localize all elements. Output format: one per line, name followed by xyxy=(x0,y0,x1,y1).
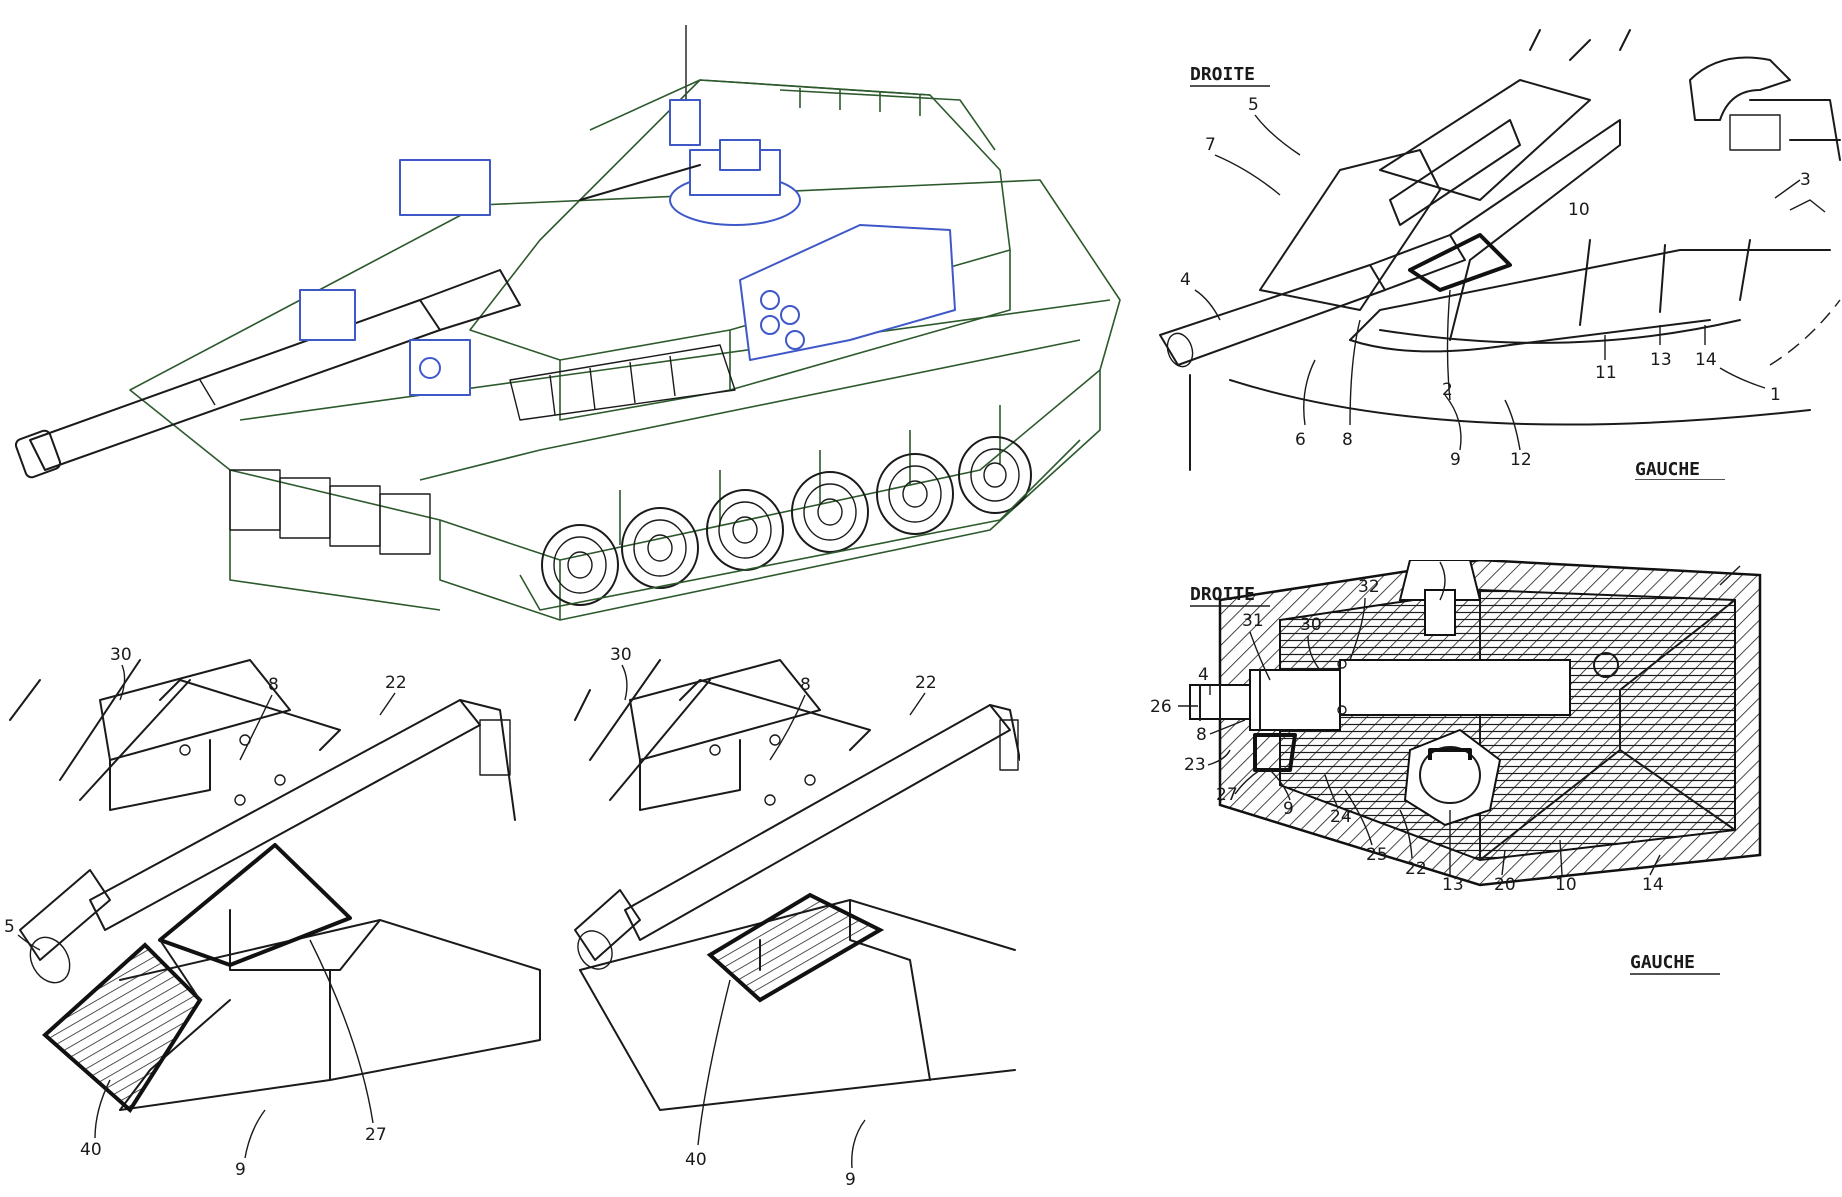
direction-label-right: DROITE xyxy=(1190,64,1255,85)
ref-numeral: 8 xyxy=(800,675,811,695)
ref-numeral: 22 xyxy=(1405,859,1427,879)
ref-numeral: 31 xyxy=(1242,611,1264,631)
left-sight-block xyxy=(299,289,356,341)
ref-numeral: 27 xyxy=(365,1125,387,1145)
ref-numeral: 4 xyxy=(1198,665,1209,685)
ref-numeral: 3 xyxy=(1800,170,1811,190)
armor-flap-closed-drawing: 30 8 22 40 9 xyxy=(574,645,1020,1190)
ref-numeral: 40 xyxy=(80,1140,102,1160)
ref-numeral: 9 xyxy=(1450,450,1461,470)
direction-label-left: GAUCHE xyxy=(1635,459,1700,480)
ref-numeral: 14 xyxy=(1642,875,1664,895)
reference-numerals: 30 8 22 40 9 xyxy=(610,645,937,1190)
armor-flap-40 xyxy=(41,942,203,1114)
left-smoke-launcher xyxy=(399,159,491,216)
ref-numeral: 2 xyxy=(1442,380,1453,400)
ref-numeral: 13 xyxy=(1650,350,1672,370)
ref-numeral: 6 xyxy=(1295,430,1306,450)
turret-mantlet-perspective-drawing: DROITE GAUCHE 5 7 3 10 4 6 8 2 9 12 11 1… xyxy=(1159,29,1841,480)
ref-numeral: 3 xyxy=(1740,560,1751,565)
ref-numeral: 32 xyxy=(1358,577,1380,597)
main-gun xyxy=(14,269,521,479)
ref-numeral: 5 xyxy=(4,917,15,937)
ref-numeral: 9 xyxy=(235,1160,246,1180)
armor-flap-40 xyxy=(706,892,885,1003)
reference-numerals: 30 8 22 5 40 9 27 xyxy=(4,645,407,1180)
ref-numeral: 5 xyxy=(1248,95,1259,115)
optics-and-smoke-launchers xyxy=(299,99,956,396)
road-wheels xyxy=(519,436,1081,611)
ref-numeral: 8 xyxy=(268,675,279,695)
reference-numerals: 5 7 3 10 4 6 8 2 9 12 11 13 14 1 xyxy=(1180,95,1811,470)
turret-cross-section-drawing: DROITE GAUCHE 21 3 32 30 31 4 26 8 23 27… xyxy=(1150,560,1762,975)
ref-numeral: 9 xyxy=(1283,799,1294,819)
tank-isometric-drawing xyxy=(14,25,1121,621)
figure-bottom-right: DROITE GAUCHE 21 3 32 30 31 4 26 8 23 27… xyxy=(1150,560,1842,1080)
ref-numeral: 12 xyxy=(1510,450,1532,470)
ref-numeral: 7 xyxy=(1205,135,1216,155)
ref-numeral: 9 xyxy=(845,1170,856,1190)
ref-numeral: 20 xyxy=(1494,875,1516,895)
ref-numeral: 13 xyxy=(1442,875,1464,895)
ref-numeral: 23 xyxy=(1184,755,1206,775)
tank-turret xyxy=(469,79,1011,421)
ref-numeral: 11 xyxy=(1595,363,1617,383)
tank-figure xyxy=(0,0,1130,640)
ref-numeral: 25 xyxy=(1366,845,1388,865)
ref-numeral: 22 xyxy=(915,673,937,693)
ref-numeral: 4 xyxy=(1180,270,1191,290)
ref-numeral: 24 xyxy=(1330,807,1352,827)
figure-bottom-middle: 30 8 22 40 9 xyxy=(570,640,1020,1197)
ref-numeral: 30 xyxy=(110,645,132,665)
figure-top-right: DROITE GAUCHE 5 7 3 10 4 6 8 2 9 12 11 1… xyxy=(1150,20,1842,480)
ref-numeral: 40 xyxy=(685,1150,707,1170)
right-smoke-launcher xyxy=(739,224,956,361)
ref-numeral: 14 xyxy=(1695,350,1717,370)
armor-flap-open-drawing: 30 8 22 5 40 9 27 xyxy=(4,645,541,1180)
ref-numeral: 27 xyxy=(1216,785,1238,805)
ref-numeral: 30 xyxy=(1300,615,1322,635)
ref-numeral: 30 xyxy=(610,645,632,665)
ref-numeral: 26 xyxy=(1150,697,1172,717)
ref-numeral: 22 xyxy=(385,673,407,693)
ref-numeral: 21 xyxy=(1428,560,1450,561)
ref-numeral: 10 xyxy=(1555,875,1577,895)
reference-numerals: 21 3 32 30 31 4 26 8 23 27 9 24 25 22 13… xyxy=(1150,560,1751,895)
figure-bottom-left: 30 8 22 5 40 9 27 xyxy=(0,640,560,1197)
ref-numeral: 8 xyxy=(1196,725,1207,745)
ref-numeral: 8 xyxy=(1342,430,1353,450)
tank-hull xyxy=(129,179,1121,621)
direction-label-right: DROITE xyxy=(1190,584,1255,605)
direction-label-left: GAUCHE xyxy=(1630,952,1695,973)
ref-numeral: 1 xyxy=(1770,385,1781,405)
ref-numeral: 10 xyxy=(1568,200,1590,220)
